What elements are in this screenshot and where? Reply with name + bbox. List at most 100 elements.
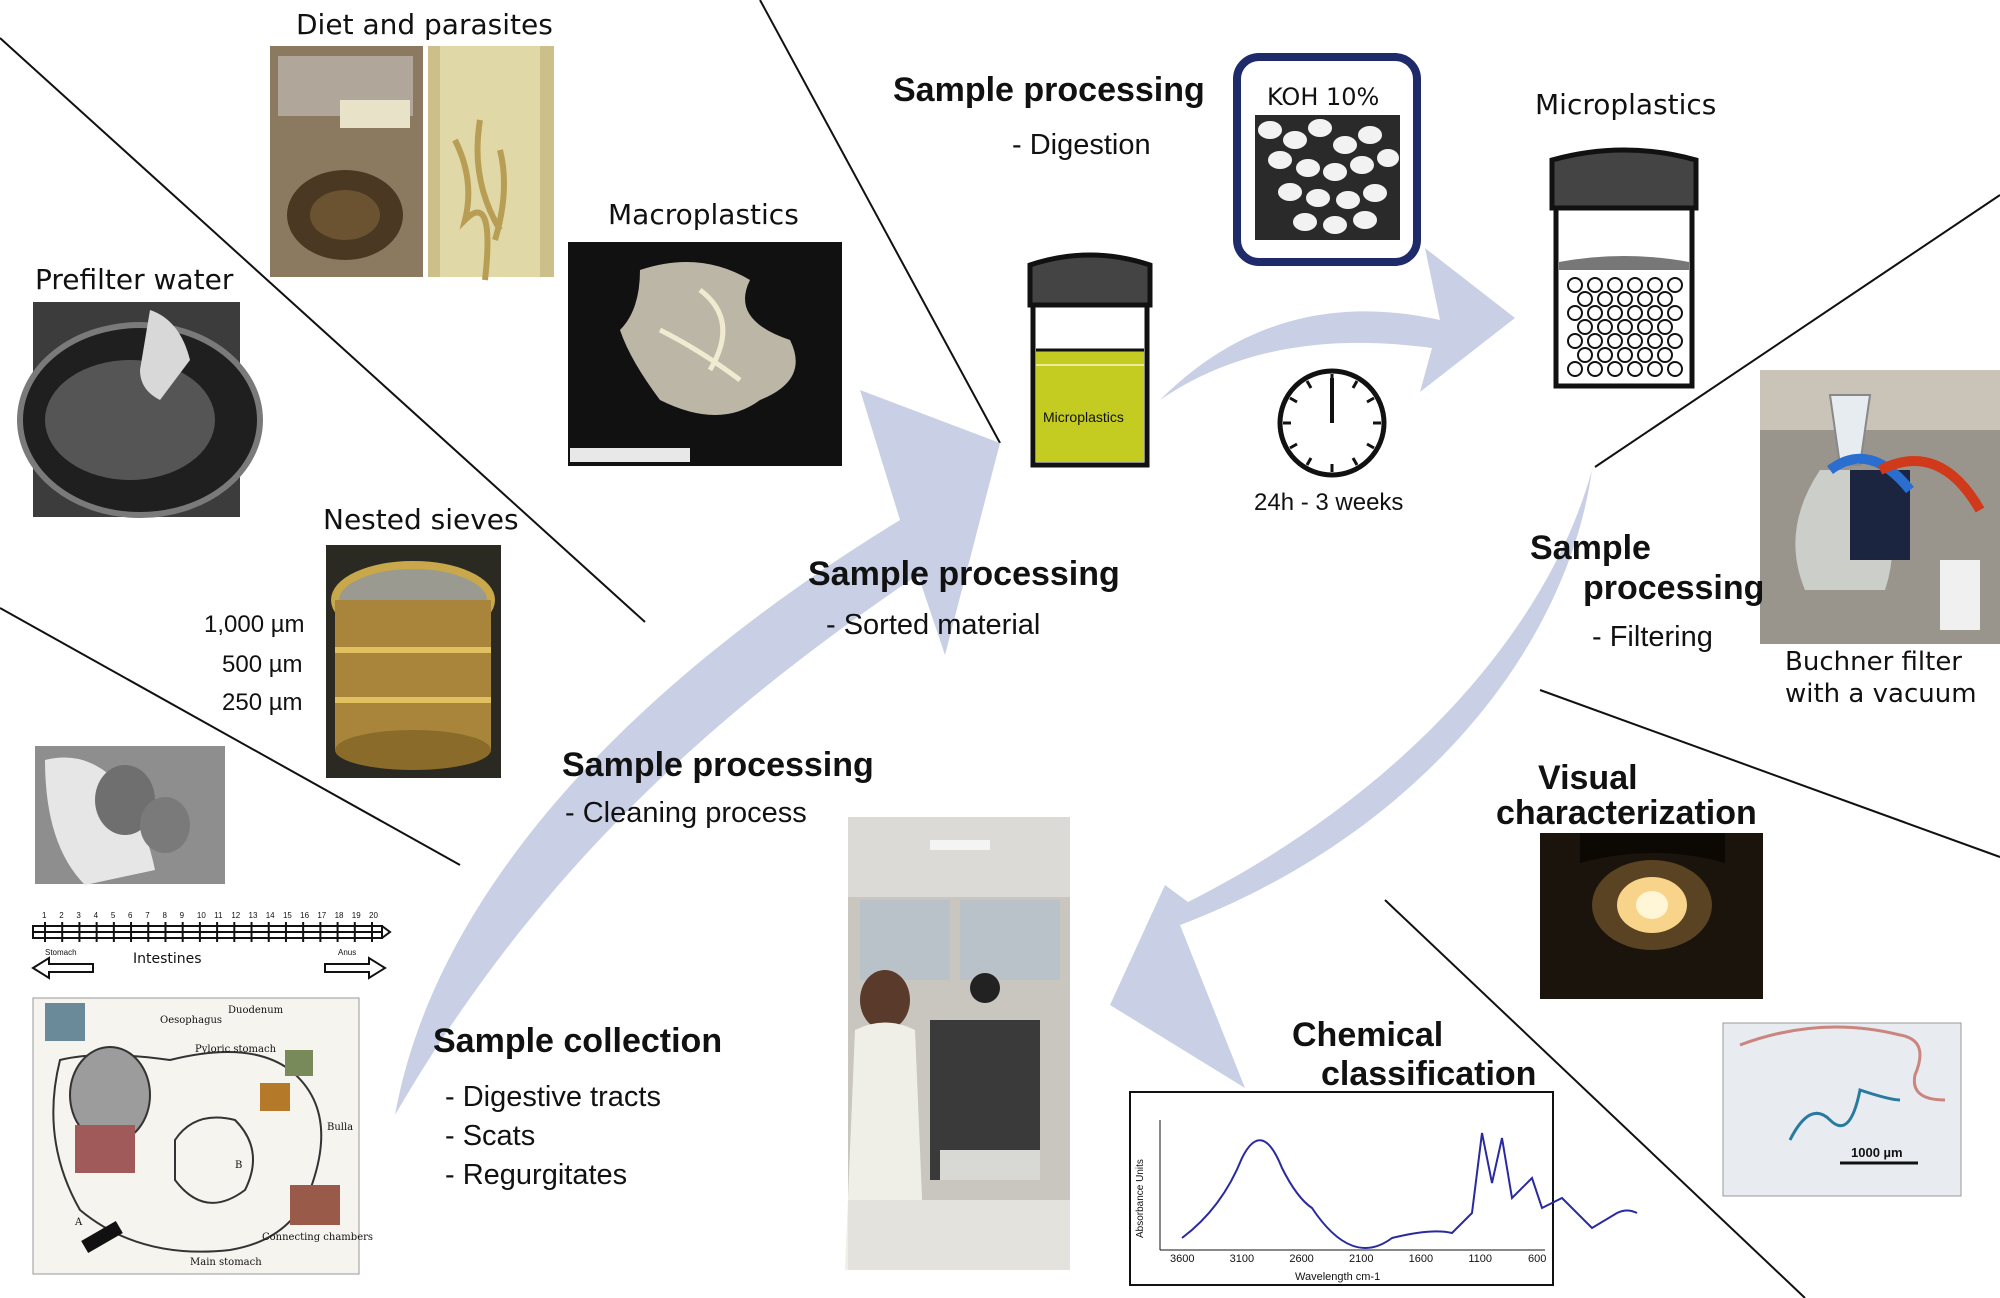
spectrum-xtick: 3100 bbox=[1230, 1253, 1254, 1265]
ruler-tick-label: 1 bbox=[42, 911, 47, 920]
bead bbox=[1587, 361, 1603, 377]
bead bbox=[1577, 347, 1593, 363]
ruler-left-label: Stomach bbox=[45, 948, 77, 957]
bead bbox=[1567, 305, 1583, 321]
buchner-filter-photo bbox=[1760, 370, 2000, 644]
ruler-right-label: Anus bbox=[338, 948, 356, 957]
stomach-anatomy-drawing bbox=[32, 997, 360, 1275]
ruler-tick-label: 8 bbox=[162, 911, 167, 920]
spectrum-ylabel: Absorbance Units bbox=[1135, 1159, 1146, 1238]
bead bbox=[1607, 277, 1623, 293]
microscope-light-photo bbox=[1540, 833, 1763, 999]
fibers-photo bbox=[1722, 1022, 1962, 1197]
microplastic-beads bbox=[1567, 277, 1683, 377]
ruler-tick-label: 16 bbox=[300, 911, 309, 920]
bead bbox=[1647, 277, 1663, 293]
jar-label: Microplastics bbox=[1043, 409, 1124, 425]
anatomy-label: Duodenum bbox=[228, 1005, 284, 1016]
sorted-step-item: - Sorted material bbox=[826, 609, 1041, 641]
ruler-tick-label: 2 bbox=[59, 911, 64, 920]
bead bbox=[1657, 347, 1673, 363]
anatomy-label: B bbox=[235, 1160, 242, 1171]
visual-step-title-1: Visual bbox=[1538, 759, 1638, 797]
bead bbox=[1657, 291, 1673, 307]
filtering-step-title-1: Sample bbox=[1530, 529, 1651, 567]
chemical-step-title-1: Chemical bbox=[1292, 1016, 1444, 1054]
bead bbox=[1567, 333, 1583, 349]
diet-parasites-photo-right bbox=[428, 46, 554, 281]
ruler-tick-label: 9 bbox=[180, 911, 185, 920]
ruler-tick-label: 11 bbox=[214, 911, 223, 920]
ruler-tick-label: 18 bbox=[335, 911, 344, 920]
scat-in-hand-photo bbox=[35, 746, 225, 885]
cleaning-step-item: - Cleaning process bbox=[565, 797, 807, 829]
bead bbox=[1647, 361, 1663, 377]
sieve-size: 500 µm bbox=[222, 651, 303, 678]
visual-step-title-2: characterization bbox=[1496, 794, 1757, 832]
ruler-middle-label: Intestines bbox=[133, 951, 202, 967]
collection-step-title: Sample collection bbox=[433, 1022, 723, 1060]
collection-step-item: - Digestive tracts bbox=[445, 1081, 661, 1113]
prefilter-water-photo bbox=[17, 302, 263, 518]
collection-step-item: - Regurgitates bbox=[445, 1159, 628, 1191]
filtering-step-title-2: processing bbox=[1583, 569, 1765, 607]
ruler-tick-label: 20 bbox=[369, 911, 378, 920]
bead bbox=[1617, 319, 1633, 335]
bead bbox=[1577, 291, 1593, 307]
spectrum-xtick: 3600 bbox=[1170, 1253, 1194, 1265]
ruler-tick-label: 13 bbox=[249, 911, 258, 920]
koh-pellets-box bbox=[1233, 53, 1421, 266]
anatomy-label: Bulla bbox=[327, 1122, 353, 1133]
bead bbox=[1587, 333, 1603, 349]
bead bbox=[1627, 277, 1643, 293]
collection-step-item: - Scats bbox=[445, 1120, 536, 1152]
chemical-step-title-2: classification bbox=[1321, 1055, 1537, 1093]
bead bbox=[1647, 333, 1663, 349]
anatomy-label: Pyloric stomach bbox=[195, 1044, 277, 1055]
bead bbox=[1597, 291, 1613, 307]
scale-bar-label: 1000 µm bbox=[1851, 1145, 1903, 1160]
diet-parasites-photo-left bbox=[270, 46, 423, 277]
spectrum-xtick: 1600 bbox=[1409, 1253, 1433, 1265]
bead bbox=[1627, 305, 1643, 321]
ruler-tick-label: 5 bbox=[111, 911, 116, 920]
ruler-tick-label: 14 bbox=[266, 911, 275, 920]
macroplastics-photo bbox=[568, 242, 842, 466]
ruler-tick-label: 4 bbox=[94, 911, 99, 920]
lab-microscope-photo bbox=[845, 817, 1070, 1270]
buchner-label-2: with a vacuum bbox=[1785, 679, 1977, 709]
bead bbox=[1667, 361, 1683, 377]
bead bbox=[1607, 361, 1623, 377]
spectrum-xtick: 1100 bbox=[1468, 1253, 1492, 1265]
buchner-label-1: Buchner filter bbox=[1785, 647, 1962, 677]
sieve-size: 1,000 µm bbox=[204, 611, 305, 638]
flow-arrows bbox=[395, 248, 1592, 1115]
microplastics-title: Microplastics bbox=[1535, 88, 1717, 121]
jar-with-liquid-icon bbox=[1027, 252, 1153, 468]
bead bbox=[1617, 347, 1633, 363]
bead bbox=[1587, 305, 1603, 321]
bead bbox=[1637, 291, 1653, 307]
ruler-tick-label: 7 bbox=[145, 911, 150, 920]
bead bbox=[1567, 361, 1583, 377]
bead bbox=[1627, 361, 1643, 377]
sieve-size: 250 µm bbox=[222, 689, 303, 716]
bead bbox=[1667, 305, 1683, 321]
bead bbox=[1627, 333, 1643, 349]
spectrum-xlabel: Wavelength cm-1 bbox=[1295, 1271, 1380, 1283]
cleaning-step-title: Sample processing bbox=[562, 746, 874, 784]
clock-icon bbox=[1277, 368, 1387, 478]
bead bbox=[1667, 277, 1683, 293]
ftir-spectrum-chart bbox=[1129, 1091, 1638, 1286]
ruler-tick-label: 10 bbox=[197, 911, 206, 920]
anatomy-label: A bbox=[74, 1217, 83, 1228]
ruler-tick-label: 3 bbox=[76, 911, 81, 920]
bead bbox=[1607, 333, 1623, 349]
sorted-step-title: Sample processing bbox=[808, 555, 1120, 593]
bead bbox=[1657, 319, 1673, 335]
intestine-arrows bbox=[31, 956, 387, 980]
intestine-ruler bbox=[32, 925, 392, 939]
ruler-tick-label: 15 bbox=[283, 911, 292, 920]
